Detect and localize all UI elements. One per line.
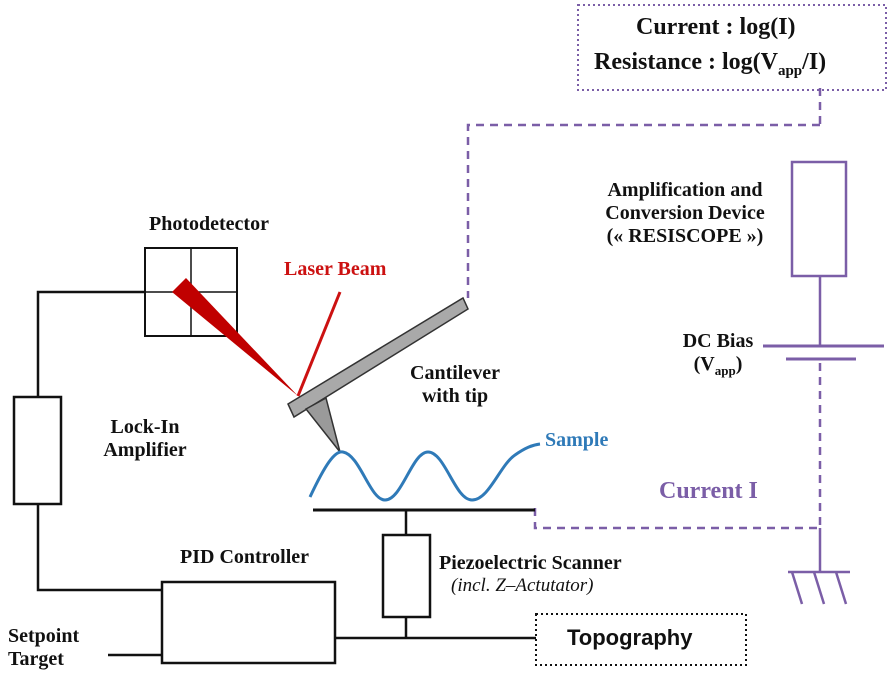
lock-in-amplifier-box: [12, 395, 63, 506]
dc-bias-close: ): [735, 353, 743, 375]
setpoint-label: Setpoint Target: [8, 625, 79, 671]
piezo-label: Piezoelectric Scanner (incl. Z–Actutator…: [439, 552, 622, 597]
resistance-formula-prefix: : log(V: [707, 49, 778, 75]
sample-label: Sample: [545, 429, 609, 451]
resistance-formula: Resistance : log(Vapp/I): [594, 49, 826, 80]
amplification-device-box: [790, 160, 848, 278]
piezo-label-line2: (incl. Z–Actutator): [451, 575, 594, 596]
dc-bias-label: DC Bias (Vapp): [668, 330, 768, 379]
reflected-laser-beam: [172, 278, 298, 396]
ground-icon: [788, 528, 850, 605]
feedback-wiring: [36, 290, 536, 657]
cantilever-icon: [287, 296, 469, 453]
sample-surface-wave: [308, 442, 541, 502]
current-loop-label: Current I: [659, 478, 758, 504]
current-formula-label: Current: [636, 14, 720, 40]
pid-controller-box: [160, 580, 337, 665]
amplifier-label-line1: Amplification and: [607, 179, 763, 201]
cantilever-label-line2: with tip: [421, 385, 489, 407]
resistance-formula-sub: app: [777, 62, 803, 79]
resistance-formula-suffix: /I): [802, 49, 827, 75]
formula-box: [577, 4, 887, 91]
photodetector-label: Photodetector: [149, 213, 269, 235]
amplifier-label-line3: (« RESISCOPE »): [606, 225, 764, 247]
dc-bias-title: DC Bias: [682, 330, 754, 352]
piezo-label-line1: Piezoelectric Scanner: [439, 552, 622, 574]
lock-in-label-line2: Amplifier: [103, 439, 187, 461]
setpoint-label-line1: Setpoint: [8, 625, 80, 647]
piezo-scanner-box: [381, 533, 432, 619]
amplifier-label-line2: Conversion Device: [605, 202, 765, 224]
dc-bias-sub: app: [714, 363, 736, 378]
cantilever-label-line1: Cantilever: [410, 362, 500, 384]
lock-in-label: Lock-In Amplifier: [85, 416, 205, 462]
current-loop-wire: [466, 88, 822, 530]
setpoint-label-line2: Target: [8, 648, 64, 670]
current-formula: Current : log(I): [636, 14, 796, 42]
incident-laser-beam: [296, 291, 342, 397]
resistance-formula-label: Resistance: [594, 49, 702, 75]
topography-box: [535, 613, 747, 666]
cantilever-label: Cantilever with tip: [385, 362, 525, 408]
topography-label: Topography: [567, 625, 693, 650]
dc-bias-symbol: (Vapp): [668, 353, 768, 379]
dc-bias-open: (V: [693, 353, 715, 375]
amplifier-label: Amplification and Conversion Device (« R…: [574, 179, 796, 248]
pid-controller-label: PID Controller: [180, 546, 310, 568]
lock-in-label-line1: Lock-In: [110, 416, 180, 438]
laser-beam-label: Laser Beam: [284, 258, 387, 280]
current-formula-expr: : log(I): [725, 14, 796, 40]
